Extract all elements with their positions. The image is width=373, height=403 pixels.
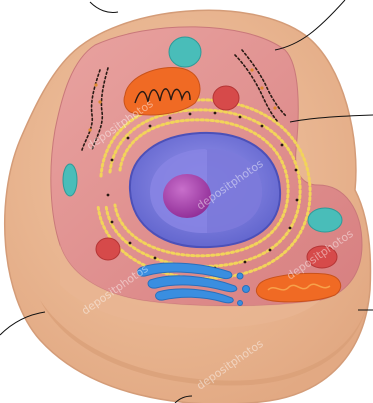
vacuole-right [308,208,342,232]
vacuole-top [169,37,201,67]
leader-line-top-left [90,2,118,13]
lysosome-left [96,238,120,260]
vacuole-left [63,164,77,196]
lysosome-top [213,86,239,110]
